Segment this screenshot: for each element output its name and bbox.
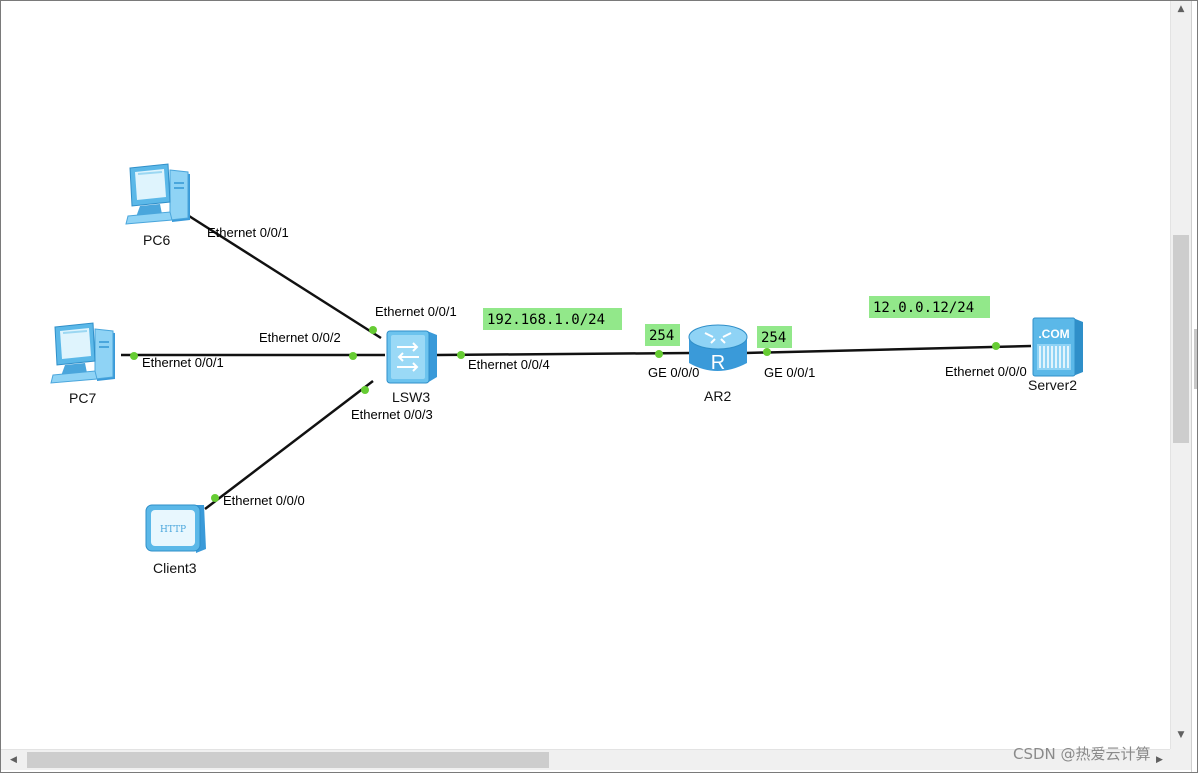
port-label-client3-e000: Ethernet 0/0/0	[223, 493, 305, 508]
port-label-ar2-ge000: GE 0/0/0	[648, 365, 699, 380]
router-icon: R	[688, 324, 748, 374]
port-dot	[130, 352, 138, 360]
client3-badge: HTTP	[160, 525, 186, 535]
port-label-server2-e000: Ethernet 0/0/0	[945, 364, 1027, 379]
port-dot	[457, 351, 465, 359]
port-labels: Ethernet 0/0/1 Ethernet 0/0/1 Ethernet 0…	[142, 225, 1027, 508]
note-ar2-ge001-host-text: 254	[761, 330, 786, 346]
device-lsw3[interactable]	[386, 330, 437, 384]
device-label-lsw3: LSW3	[392, 389, 430, 405]
port-dot	[211, 494, 219, 502]
link-ar2-server2[interactable]	[744, 344, 1032, 355]
link-client3-lsw3[interactable]	[204, 380, 374, 510]
watermark-text: CSDN @热爱云计算	[1013, 745, 1151, 763]
note-wan-network[interactable]: 12.0.0.12/24	[869, 296, 990, 318]
ar2-badge: R	[711, 352, 725, 374]
port-label-lsw3-e002: Ethernet 0/0/2	[259, 330, 341, 345]
device-pc7[interactable]	[50, 322, 115, 384]
device-label-server2: Server2	[1028, 377, 1077, 393]
port-dot	[763, 348, 771, 356]
panel-resize-grip[interactable]	[1194, 329, 1197, 389]
device-label-pc6: PC6	[143, 232, 170, 248]
note-ar2-ge001-host[interactable]: 254	[757, 326, 792, 348]
device-label-client3: Client3	[153, 560, 197, 576]
port-dot	[992, 342, 1000, 350]
scrollbar-corner	[1170, 749, 1191, 770]
scroll-right-icon[interactable]: ▶	[1156, 755, 1163, 765]
links	[121, 214, 1032, 510]
port-label-pc6-e001: Ethernet 0/0/1	[207, 225, 289, 240]
port-label-ar2-ge001: GE 0/0/1	[764, 365, 815, 380]
device-server2[interactable]: .COM	[1032, 317, 1083, 377]
port-dot	[369, 326, 377, 334]
device-ar2[interactable]: R	[688, 324, 748, 374]
horizontal-scrollbar[interactable]: ◀ ▶	[1, 749, 1170, 770]
device-client3[interactable]: HTTP	[145, 504, 206, 553]
port-label-pc7-e001: Ethernet 0/0/1	[142, 355, 224, 370]
port-label-lsw3-e004: Ethernet 0/0/4	[468, 357, 550, 372]
switch-icon	[386, 330, 437, 384]
port-label-lsw3-e003: Ethernet 0/0/3	[351, 407, 433, 422]
vertical-scrollbar[interactable]: ▲ ▼	[1170, 1, 1191, 749]
pc-icon	[50, 322, 115, 384]
scroll-up-icon[interactable]: ▲	[1177, 4, 1185, 14]
dns-server-icon: .COM	[1032, 317, 1083, 377]
port-dot	[349, 352, 357, 360]
side-panel-edge	[1191, 1, 1197, 772]
device-label-ar2: AR2	[704, 388, 731, 404]
http-client-icon: HTTP	[145, 504, 206, 553]
note-ar2-ge000-host[interactable]: 254	[645, 324, 680, 346]
link-lsw3-ar2[interactable]	[436, 351, 692, 357]
scroll-down-icon[interactable]: ▼	[1177, 730, 1185, 740]
pc-icon	[125, 163, 190, 225]
note-wan-network-text: 12.0.0.12/24	[873, 300, 974, 316]
horizontal-scroll-thumb[interactable]	[27, 752, 549, 768]
topology-canvas[interactable]: PC6 PC7	[7, 5, 1169, 747]
port-dot	[655, 350, 663, 358]
note-lan-network-text: 192.168.1.0/24	[487, 312, 605, 328]
device-label-pc7: PC7	[69, 390, 96, 406]
scroll-left-icon[interactable]: ◀	[10, 755, 17, 765]
note-lan-network[interactable]: 192.168.1.0/24	[483, 308, 622, 330]
vertical-scroll-thumb[interactable]	[1173, 235, 1189, 443]
note-ar2-ge000-host-text: 254	[649, 328, 674, 344]
device-pc6[interactable]	[125, 163, 190, 225]
port-label-lsw3-e001: Ethernet 0/0/1	[375, 304, 457, 319]
port-dots	[130, 326, 1000, 502]
link-pc6-lsw3[interactable]	[188, 214, 382, 340]
port-dot	[361, 386, 369, 394]
server2-badge: .COM	[1038, 327, 1069, 341]
